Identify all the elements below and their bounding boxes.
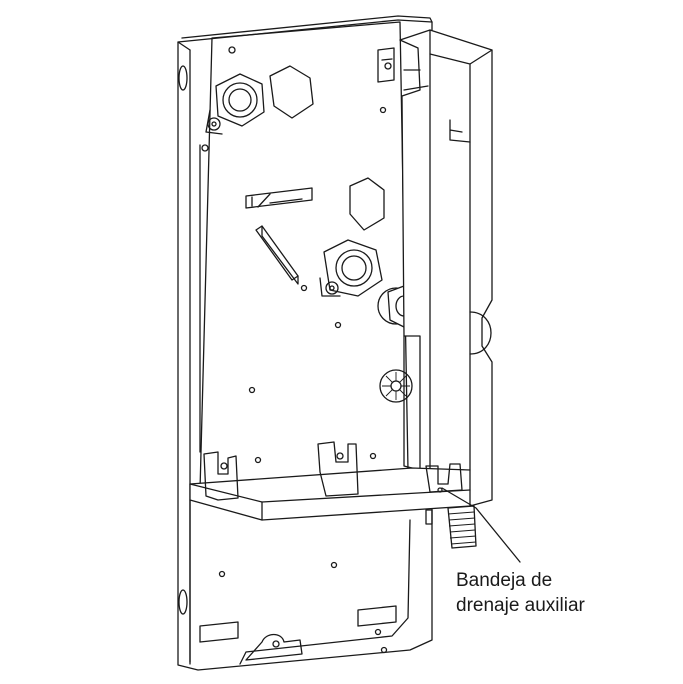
water-fitting-middle: [319, 239, 383, 297]
back-panel: [177, 15, 433, 671]
vent-grille: [379, 369, 413, 403]
knockout-top: [269, 65, 314, 119]
knockout-middle: [349, 177, 385, 231]
callout-line-1: Bandeja de: [456, 570, 553, 591]
diagonal-slot: [255, 225, 299, 285]
callout-leader: [441, 487, 521, 563]
mounting-slot: [178, 65, 188, 91]
drain-pan-callout: Bandeja de drenaje auxiliar: [456, 568, 656, 618]
slot-bracket: [245, 187, 313, 209]
callout-line-2: drenaje auxiliar: [456, 595, 585, 616]
drain-pan: [189, 441, 471, 521]
lower-cover: [189, 499, 411, 665]
drain-outlet: [425, 505, 477, 549]
mounting-slot: [178, 589, 188, 615]
gas-fitting-top: [205, 73, 265, 135]
